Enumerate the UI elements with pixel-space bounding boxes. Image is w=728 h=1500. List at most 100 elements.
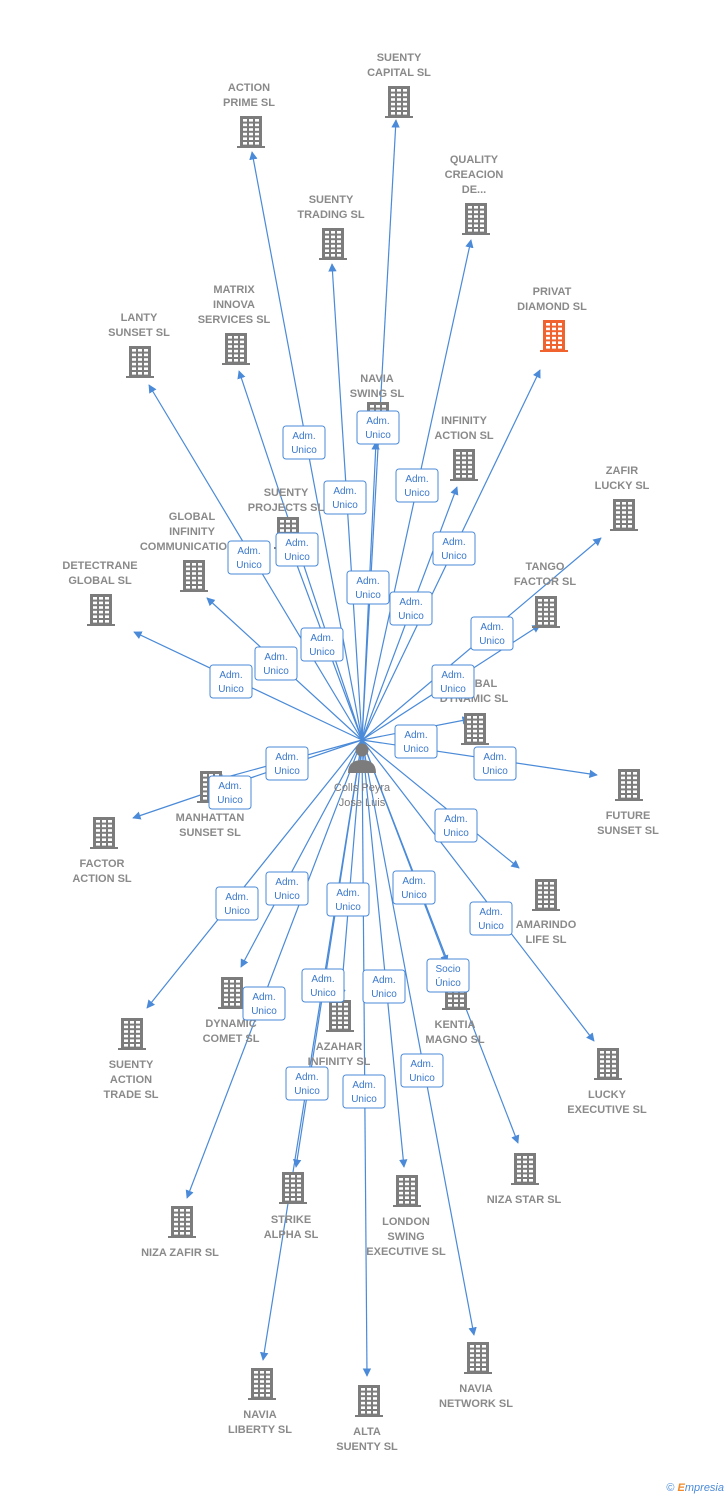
relation-label-factor-action[interactable]: Adm.Unico	[208, 775, 252, 810]
building-icon	[118, 1018, 146, 1050]
building-icon	[615, 769, 643, 801]
relation-label-global-infinity[interactable]: Adm.Unico	[254, 646, 298, 681]
relation-label-alta-suenty[interactable]: Adm.Unico	[342, 1074, 386, 1109]
relation-label-navia-swing[interactable]: Adm.Unico	[346, 570, 390, 605]
copyright-symbol: ©	[666, 1482, 675, 1494]
relation-label-text: Unico	[294, 1086, 320, 1097]
relation-label-matrix-innova[interactable]: Adm.Unico	[275, 532, 319, 567]
relation-label-manhattan-sunset[interactable]: Adm.Unico	[265, 746, 309, 781]
relation-label-text: Unico	[371, 989, 397, 1000]
relation-label-amarindo-life[interactable]: Adm.Unico	[434, 808, 478, 843]
building-icon	[532, 596, 560, 628]
relation-label-global-dynamic[interactable]: Adm.Unico	[394, 724, 438, 759]
relation-label-zafir-lucky[interactable]: Adm.Unico	[470, 616, 514, 651]
relation-label-quality-creacion[interactable]: Adm.Unico	[395, 468, 439, 503]
relation-label-text: Adm.	[399, 597, 422, 608]
relation-label-suenty-trading[interactable]: Adm.Unico	[323, 480, 367, 515]
edge-lucky-executive	[361, 739, 595, 1042]
relation-label-dynamic-comet[interactable]: Adm.Unico	[265, 871, 309, 906]
relation-label-text: Unico	[478, 921, 504, 932]
relation-label-text: Adm.	[219, 670, 242, 681]
relation-label-action-prime[interactable]: Adm.Unico	[282, 425, 326, 460]
relation-label-suenty-capital[interactable]: Adm.Unico	[356, 410, 400, 445]
building-icon	[610, 499, 638, 531]
relation-label-text: Unico	[224, 906, 250, 917]
relation-label-text: Adm.	[352, 1080, 375, 1091]
relation-label-kentia-magno[interactable]: Adm.Unico	[392, 870, 436, 905]
relation-label-infinity-action[interactable]: Adm.Unico	[389, 591, 433, 626]
relation-label-tango-factor[interactable]: Adm.Unico	[431, 664, 475, 699]
relation-label-text: Adm.	[441, 670, 464, 681]
relation-label-suenty-action-trade[interactable]: Adm.Unico	[215, 886, 259, 921]
relation-label-text: Adm.	[479, 907, 502, 918]
relation-label-lucky-executive[interactable]: Adm. Unico	[469, 901, 513, 936]
relation-label-azahar-infinity[interactable]: Adm.Unico	[326, 882, 370, 917]
building-icon	[168, 1206, 196, 1238]
relation-label-navia-network[interactable]: Adm.Unico	[400, 1053, 444, 1088]
relation-label-text: Adm.	[336, 888, 359, 899]
relation-label-suenty-projects[interactable]: Adm.Unico	[300, 627, 344, 662]
relation-label-lanty-sunset[interactable]: Adm.Unico	[227, 540, 271, 575]
company-node-niza-zafir[interactable]: NIZA ZAFIR SL	[141, 1206, 219, 1259]
edge-azahar-infinity	[337, 739, 363, 998]
building-icon	[218, 977, 246, 1009]
relation-label-strike-alpha[interactable]: Adm.Unico	[301, 968, 345, 1003]
relation-label-london-swing[interactable]: Adm.Unico	[362, 969, 406, 1004]
relation-label-future-sunset[interactable]: Adm.Unico	[473, 746, 517, 781]
building-icon	[462, 203, 490, 235]
building-icon	[461, 713, 489, 745]
edge-dynamic-comet	[240, 739, 363, 968]
relation-label-niza-zafir[interactable]: Adm. Unico	[242, 986, 286, 1021]
building-icon	[222, 333, 250, 365]
relation-label-text: Unico	[274, 891, 300, 902]
building-icon	[450, 449, 478, 481]
company-node-niza-star[interactable]: NIZA STAR SL	[487, 1153, 562, 1206]
building-icon	[90, 817, 118, 849]
building-icon	[464, 1342, 492, 1374]
relation-label-text: Adm.	[252, 992, 275, 1003]
building-icon	[532, 879, 560, 911]
relation-label-text: Unico	[251, 1006, 277, 1017]
relation-label-navia-liberty[interactable]: Adm.Unico	[285, 1066, 329, 1101]
relation-label-privat-diamond[interactable]: Adm.Unico	[432, 531, 476, 566]
building-icon	[385, 86, 413, 118]
relation-label-detectrane-global[interactable]: Adm.Unico	[209, 664, 253, 699]
relation-label-text: Unico	[309, 647, 335, 658]
